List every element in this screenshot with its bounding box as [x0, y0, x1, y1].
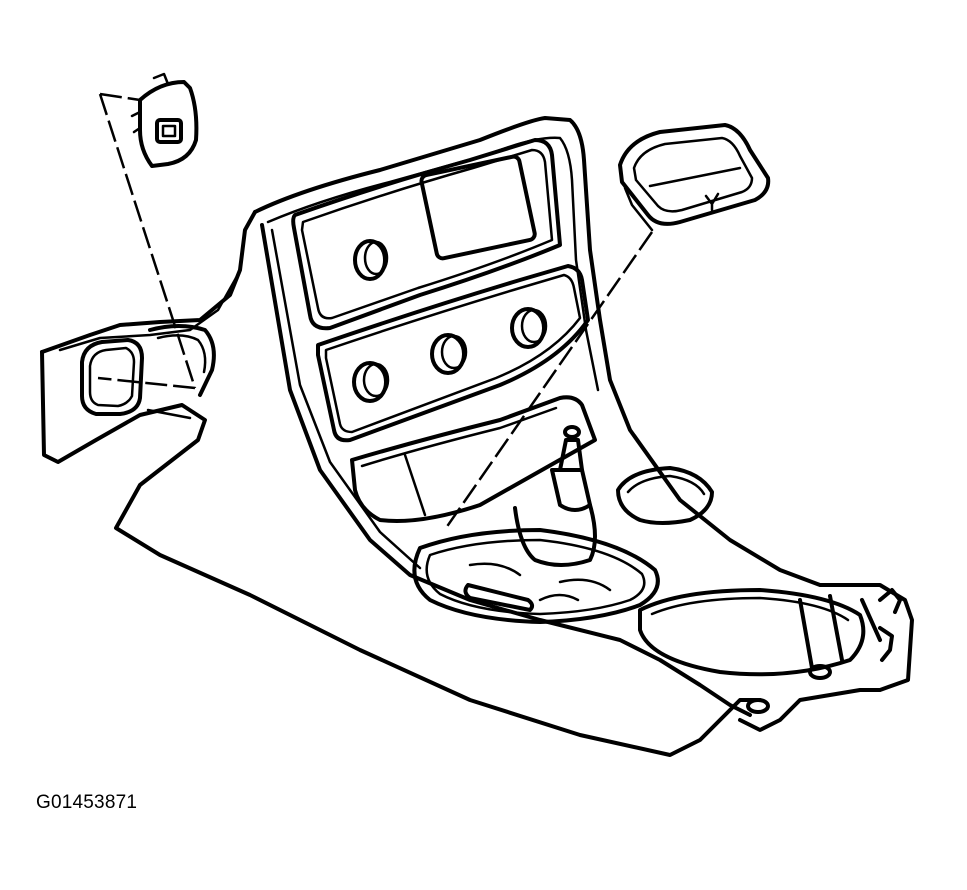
hvac-knob-right	[510, 307, 548, 349]
center-console-bezel	[253, 116, 914, 732]
ashtray-insert	[444, 123, 771, 529]
cup-holder	[616, 466, 902, 714]
radio-panel	[291, 138, 562, 331]
hvac-knob-left	[352, 361, 390, 403]
hvac-knob-center	[430, 333, 468, 375]
switch-opening-left	[80, 324, 216, 416]
lower-trim-panel	[40, 210, 762, 757]
hvac-control-panel	[316, 264, 590, 443]
shift-lever	[550, 425, 592, 512]
radio-knob	[353, 239, 389, 281]
shift-boot	[412, 425, 660, 624]
figure-id-label: G01453871	[36, 792, 138, 813]
storage-opening	[350, 395, 597, 523]
switch-bezel-left	[97, 72, 199, 390]
